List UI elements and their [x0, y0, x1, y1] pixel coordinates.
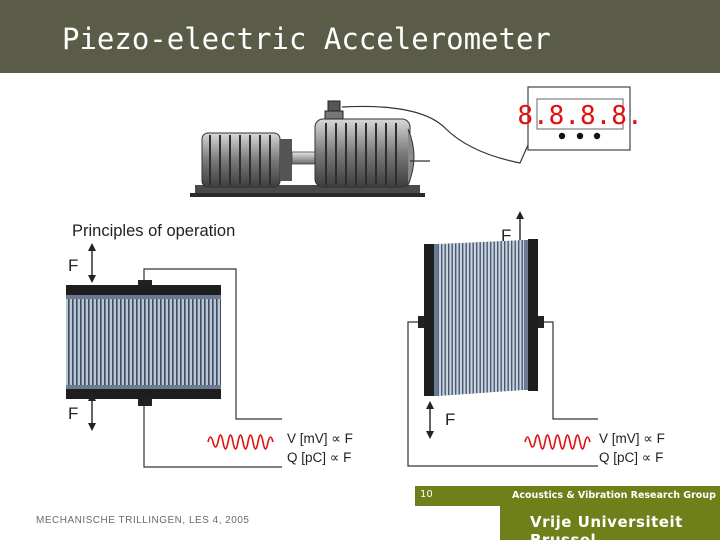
- footer-band-top: [415, 486, 720, 506]
- compression-element: F F V [mV] ∝ F Q [pC] ∝ F: [66, 243, 353, 468]
- principles-heading: Principles of operation: [72, 222, 235, 240]
- force-label-top-left: F: [68, 256, 78, 275]
- charge-relation-left: Q [pC] ∝ F: [287, 450, 351, 465]
- readout-display: 8.8.8.8.: [517, 86, 643, 151]
- force-label-bottom-right: F: [445, 410, 455, 429]
- page-number: 10: [420, 489, 433, 500]
- signal-waveform-right: [524, 434, 591, 450]
- display-button: [576, 132, 584, 140]
- research-group: Acoustics & Vibration Research Group: [512, 490, 716, 501]
- sensor-cable: [341, 105, 529, 164]
- charge-relation-right: Q [pC] ∝ F: [599, 450, 663, 465]
- wire-right: [544, 321, 598, 420]
- slide-title: Piezo-electric Accelerometer: [62, 22, 551, 56]
- display-digits: 8.8.8.8.: [517, 101, 642, 131]
- shear-element: F F V [mV] ∝ F Q [pC] ∝ F: [407, 211, 665, 467]
- piezo-shear-crystal: [438, 240, 524, 396]
- signal-waveform-left: [207, 434, 274, 450]
- wire-left: [407, 321, 598, 467]
- voltage-relation-left: V [mV] ∝ F: [287, 431, 353, 446]
- accelerometer-diagram: 8.8.8.8. Principles of operation F F V […: [66, 86, 665, 468]
- display-button: [593, 132, 601, 140]
- force-label-top-right: F: [501, 226, 511, 245]
- display-button: [558, 132, 566, 140]
- title-bar: Piezo-electric Accelerometer: [0, 0, 720, 73]
- footer-band-bottom: [500, 506, 720, 540]
- motor-assembly: [190, 100, 529, 197]
- university-name: Vrije Universiteit Brussel: [530, 513, 683, 549]
- piezo-crystal-stack: [66, 299, 221, 385]
- force-label-bottom-left: F: [68, 404, 78, 423]
- wire-top: [143, 268, 282, 420]
- voltage-relation-right: V [mV] ∝ F: [599, 431, 665, 446]
- wire-bottom: [143, 406, 282, 468]
- course-footer: MECHANISCHE TRILLINGEN, LES 4, 2005: [36, 515, 250, 526]
